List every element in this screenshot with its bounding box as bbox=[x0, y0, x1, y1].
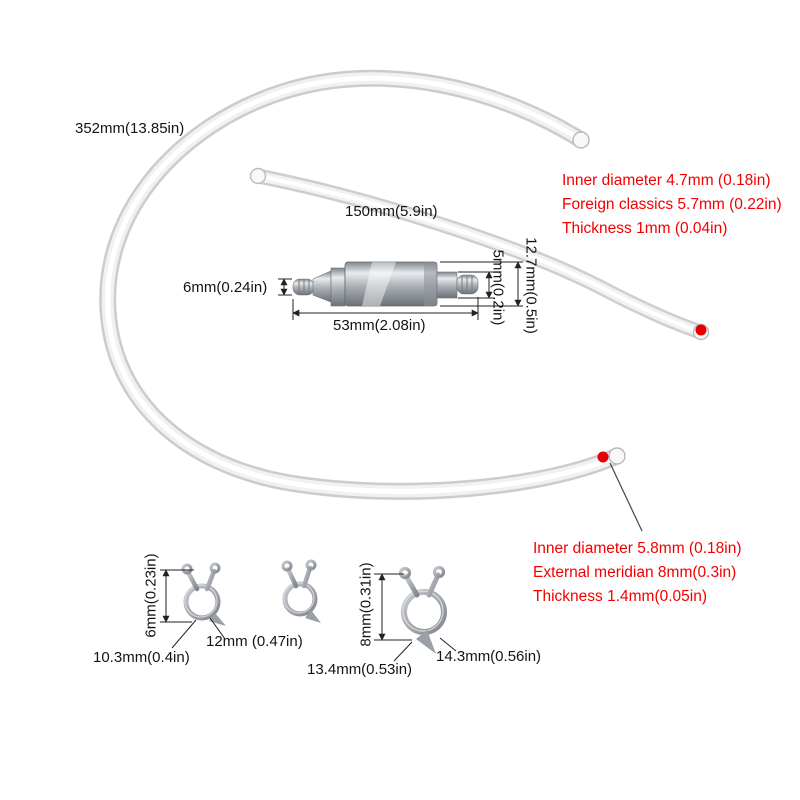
long-tube-length-label: 352mm(13.85in) bbox=[75, 120, 185, 137]
thick-tube-spec-block: Inner diameter 5.8mm (0.18in) External m… bbox=[533, 537, 741, 609]
connector-dimension-lines bbox=[278, 261, 523, 320]
thin-tube-spec-block: Inner diameter 4.7mm (0.18in) Foreign cl… bbox=[562, 169, 782, 241]
small-clamp-outer-label: 12mm (0.47in) bbox=[206, 633, 303, 650]
thin-tube-marker-dot bbox=[695, 324, 707, 336]
connector-body-diameter-label: 12.7mm(0.5in) bbox=[522, 237, 540, 334]
small-clamp-inner-label: 10.3mm(0.4in) bbox=[93, 649, 190, 666]
short-tube-end-left bbox=[249, 167, 267, 185]
short-tube-length-label: 150mm(5.9in) bbox=[345, 203, 438, 220]
thick-tube-thickness: Thickness 1.4mm(0.05in) bbox=[533, 588, 708, 605]
large-clamp-height-label: 8mm(0.31in) bbox=[357, 562, 375, 647]
thick-tube-marker-dot bbox=[597, 451, 609, 463]
connector-length-label: 53mm(2.08in) bbox=[333, 317, 426, 334]
spring-clamp-small-1 bbox=[181, 562, 226, 626]
clamp-dimension-lines bbox=[160, 569, 457, 662]
spring-clamp-small-2 bbox=[281, 559, 321, 623]
thick-tube-inner-diameter: Inner diameter 5.8mm (0.18in) bbox=[533, 540, 742, 557]
spring-clamp-large bbox=[398, 565, 447, 654]
long-tube-end-bottom bbox=[608, 447, 626, 465]
long-tube bbox=[99, 69, 626, 500]
connector-tip-diameter-label: 6mm(0.24in) bbox=[183, 279, 268, 296]
long-tube-end-top bbox=[572, 131, 590, 149]
connector-shaft-diameter-label: 5mm(0.2in) bbox=[489, 249, 507, 326]
large-clamp-inner-label: 13.4mm(0.53in) bbox=[307, 661, 413, 678]
short-tube bbox=[249, 167, 710, 341]
thin-tube-outer-diameter: Foreign classics 5.7mm (0.22in) bbox=[562, 196, 782, 213]
thin-tube-thickness: Thickness 1mm (0.04in) bbox=[562, 220, 728, 237]
thick-tube-outer-diameter: External meridian 8mm(0.3in) bbox=[533, 564, 737, 581]
thin-tube-inner-diameter: Inner diameter 4.7mm (0.18in) bbox=[562, 172, 771, 189]
large-clamp-outer-label: 14.3mm(0.56in) bbox=[436, 648, 542, 665]
thick-tube-leader-line bbox=[609, 462, 643, 532]
small-clamp-height-label: 6mm(0.23in) bbox=[142, 553, 160, 638]
fuel-connector bbox=[292, 261, 479, 307]
